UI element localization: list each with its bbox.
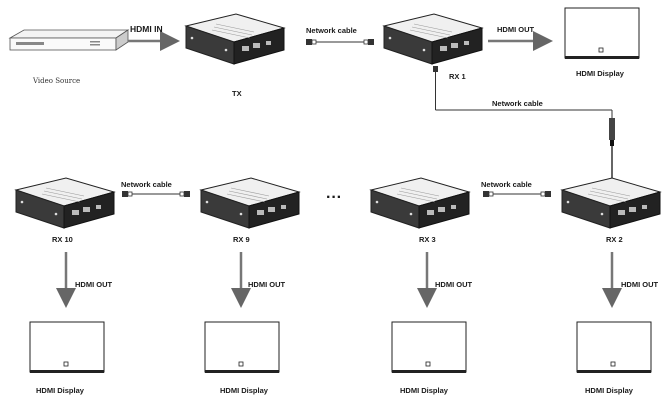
hdmi-display-rx3: [391, 321, 467, 374]
hdmi-display-rx9: [204, 321, 280, 374]
rx3-label: RX 3: [419, 235, 436, 244]
rx9-label: RX 9: [233, 235, 250, 244]
hdmi-display-rx2: [576, 321, 652, 374]
hdmi-in-label: HDMI IN: [130, 24, 163, 34]
network-cable-label-top: Network cable: [306, 26, 357, 35]
hdmi-display-label-rx10: HDMI Display: [36, 386, 85, 395]
rx3-device: [370, 177, 470, 229]
hdmi-display-top: [564, 7, 640, 60]
ellipsis: ···: [326, 189, 342, 206]
hdmi-display-label-rx3: HDMI Display: [400, 386, 449, 395]
network-cable-label-left: Network cable: [121, 180, 172, 189]
rx1-label: RX 1: [449, 72, 466, 81]
hdmi-out-label-rx10: HDMI OUT: [75, 280, 112, 289]
network-cable-rx1-down: [433, 66, 615, 180]
tx-device: [185, 13, 285, 65]
video-source-label: Video Source: [32, 77, 80, 85]
network-cable-label-right: Network cable: [481, 180, 532, 189]
rx2-label: RX 2: [606, 235, 623, 244]
hdmi-out-label-rx9: HDMI OUT: [248, 280, 285, 289]
rx10-label: RX 10: [52, 235, 73, 244]
hdmi-out-label-rx2: HDMI OUT: [621, 280, 658, 289]
network-cable-rx10-rx9: [121, 190, 191, 198]
hdmi-display-label-top: HDMI Display: [576, 69, 625, 78]
rx10-device: [15, 177, 115, 229]
video-source-device: [8, 29, 130, 51]
hdmi-out-label-top: HDMI OUT: [497, 25, 534, 34]
hdmi-display-label-rx9: HDMI Display: [220, 386, 269, 395]
hdmi-out-label-rx3: HDMI OUT: [435, 280, 472, 289]
tx-label: TX: [232, 89, 242, 98]
hdmi-display-label-rx2: HDMI Display: [585, 386, 634, 395]
rx2-device: [561, 177, 661, 229]
network-cable-label-mid: Network cable: [492, 99, 543, 108]
hdmi-display-rx10: [29, 321, 105, 374]
network-cable-rx3-rx2: [482, 190, 552, 198]
rx1-device: [383, 13, 483, 65]
rx9-device: [200, 177, 300, 229]
network-cable-tx-rx1: [305, 38, 375, 46]
